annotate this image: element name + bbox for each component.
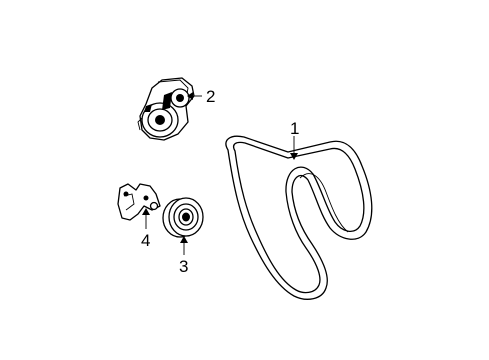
mounting-bracket[interactable] xyxy=(117,183,161,221)
serpentine-belt[interactable] xyxy=(225,135,373,300)
callout-leader-2 xyxy=(187,92,202,100)
callout-leader-3 xyxy=(180,236,188,255)
callout-3: 3 xyxy=(179,257,188,276)
idler-pulley[interactable] xyxy=(162,197,204,238)
callout-1: 1 xyxy=(290,119,299,138)
belt-tensioner[interactable] xyxy=(137,77,195,141)
callout-leader-4 xyxy=(142,208,150,229)
callout-leader-1 xyxy=(290,136,298,160)
callout-4: 4 xyxy=(141,231,150,250)
callout-2: 2 xyxy=(206,87,215,106)
